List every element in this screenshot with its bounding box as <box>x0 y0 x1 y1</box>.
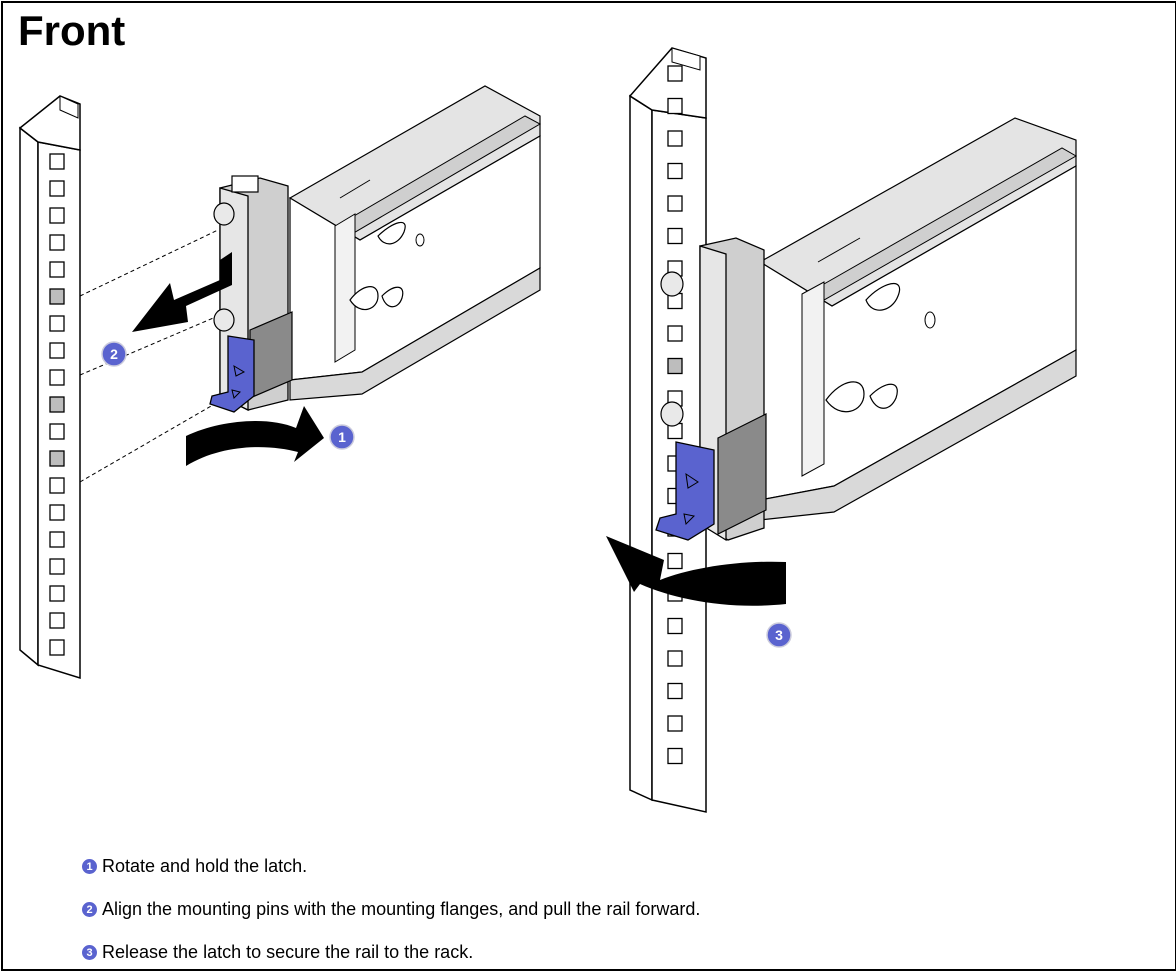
step-2-text: Align the mounting pins with the mountin… <box>102 899 701 919</box>
rack-hole <box>49 477 65 494</box>
rack-hole <box>49 504 65 521</box>
left-rail <box>288 85 542 401</box>
rack-hole <box>667 162 683 180</box>
rack-hole <box>49 315 65 332</box>
step-2: 2 Align the mounting pins with the mount… <box>82 899 700 920</box>
rack-hole <box>49 639 65 656</box>
rack-hole <box>49 342 65 359</box>
pull-forward-arrow <box>132 252 232 332</box>
right-rail <box>758 117 1078 521</box>
rack-hole <box>49 423 65 440</box>
callout-1: 1 <box>329 424 355 450</box>
page-title: Front <box>18 7 126 54</box>
release-arrow <box>606 536 786 606</box>
rack-hole <box>49 612 65 629</box>
step-3-number: 3 <box>82 945 97 960</box>
rail-installation-illustration: 1 2 3 <box>18 47 1078 813</box>
callout-3-label: 3 <box>775 627 783 643</box>
rack-hole <box>49 558 65 575</box>
rack-hole <box>667 617 683 635</box>
rack-hole <box>49 153 65 170</box>
rack-hole <box>667 325 683 342</box>
rack-hole <box>667 552 683 570</box>
step-3-text: Release the latch to secure the rail to … <box>102 942 474 962</box>
rack-hole <box>667 357 683 375</box>
alignment-lines <box>79 229 219 483</box>
rack-hole <box>49 585 65 602</box>
step-2-number: 2 <box>82 902 97 917</box>
rotate-arrow-left <box>186 406 324 466</box>
rack-hole <box>49 207 65 224</box>
callout-1-label: 1 <box>338 429 346 445</box>
step-3: 3 Release the latch to secure the rail t… <box>82 942 473 963</box>
rack-hole <box>667 195 683 212</box>
rack-hole <box>49 288 65 305</box>
step-1: 1 Rotate and hold the latch. <box>82 856 307 877</box>
rack-hole <box>49 396 65 413</box>
rack-hole <box>49 261 65 278</box>
rack-hole <box>667 130 683 147</box>
left-rack-post <box>18 95 81 680</box>
callout-2-label: 2 <box>110 346 118 362</box>
callout-3: 3 <box>766 622 792 648</box>
rack-hole <box>667 682 683 700</box>
rack-hole <box>49 369 65 386</box>
rack-hole <box>667 650 683 667</box>
step-1-text: Rotate and hold the latch. <box>102 856 308 876</box>
rack-hole <box>49 234 65 251</box>
rack-hole <box>667 715 683 732</box>
rack-hole <box>667 65 683 82</box>
rack-hole <box>49 450 65 467</box>
right-rack-post <box>628 47 707 813</box>
rack-hole <box>49 531 65 548</box>
rack-hole <box>667 747 683 765</box>
step-1-number: 1 <box>82 859 97 874</box>
left-latch <box>209 335 255 413</box>
callout-2: 2 <box>101 341 127 367</box>
rack-hole <box>667 97 683 115</box>
right-latch <box>655 441 715 541</box>
rack-hole <box>667 227 683 245</box>
rack-hole <box>49 180 65 197</box>
